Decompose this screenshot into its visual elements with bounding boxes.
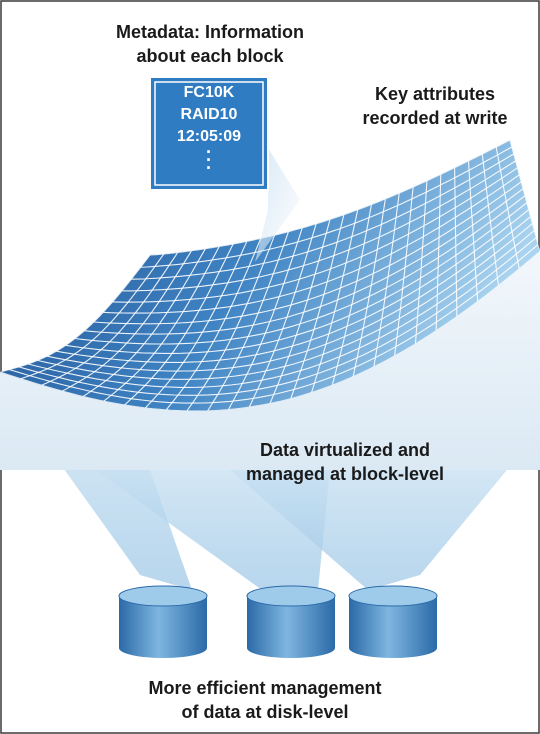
horizontal-grid-line: [65, 202, 528, 354]
horizontal-grid-line: [131, 153, 515, 280]
key-attributes-line1: Key attributes: [374, 84, 496, 104]
disk-level-line1: More efficient management: [148, 678, 382, 698]
disk-cylinder-icon: [348, 585, 438, 658]
horizontal-grid-line: [74, 195, 526, 345]
horizontal-grid-line: [93, 181, 522, 325]
horizontal-grid-line: [121, 160, 516, 292]
horizontal-grid-line: [56, 209, 530, 363]
disk-body: [247, 596, 335, 658]
virtualized-line1: Data virtualized and: [259, 440, 431, 460]
horizontal-grid-line: [112, 167, 518, 303]
horizontal-grid-line: [103, 174, 520, 314]
metadata-label: Metadata: Information about each block: [60, 20, 360, 68]
disk-cylinder-icon: [246, 585, 336, 658]
metadata-more-ellipsis-icon: ···: [206, 142, 212, 178]
disk-body: [119, 596, 207, 658]
disk-top: [348, 585, 438, 607]
horizontal-grid-line: [37, 223, 533, 380]
disk-body: [349, 596, 437, 658]
horizontal-grid-line: [149, 140, 511, 256]
disk-top: [246, 585, 336, 607]
virtualized-line2: managed at block-level: [245, 464, 445, 484]
horizontal-grid-line: [46, 216, 531, 372]
metadata-timestamp: 12:05:09: [176, 128, 242, 145]
disk-level-line2: of data at disk-level: [181, 702, 349, 722]
horizontal-grid-line: [9, 243, 539, 404]
disk-group: [118, 585, 438, 658]
key-attributes-line2: recorded at write: [362, 108, 508, 128]
disk-top: [118, 585, 208, 607]
disk-level-label: More efficient management of data at dis…: [110, 676, 420, 724]
virtualized-label: Data virtualized and managed at block-le…: [195, 438, 495, 486]
horizontal-grid-line: [27, 230, 535, 388]
metadata-label-line1: Metadata: Information: [115, 22, 304, 42]
disk-cylinder-icon: [118, 585, 208, 658]
metadata-box: [149, 76, 269, 191]
surface-underside: [0, 251, 540, 470]
metadata-raid-level: RAID10: [180, 106, 238, 123]
metadata-box-inner-border: [154, 81, 264, 186]
horizontal-grid-line: [140, 146, 513, 268]
metadata-label-line2: about each block: [136, 46, 284, 66]
metadata-box-text: FC10K RAID10 12:05:09 ···: [150, 82, 268, 178]
horizontal-grid-line: [18, 237, 537, 396]
metadata-callout-wedge: [255, 148, 300, 262]
horizontal-grid-line: [84, 188, 524, 335]
key-attributes-label: Key attributes recorded at write: [330, 82, 540, 130]
metadata-drive-type: FC10K: [183, 84, 235, 101]
